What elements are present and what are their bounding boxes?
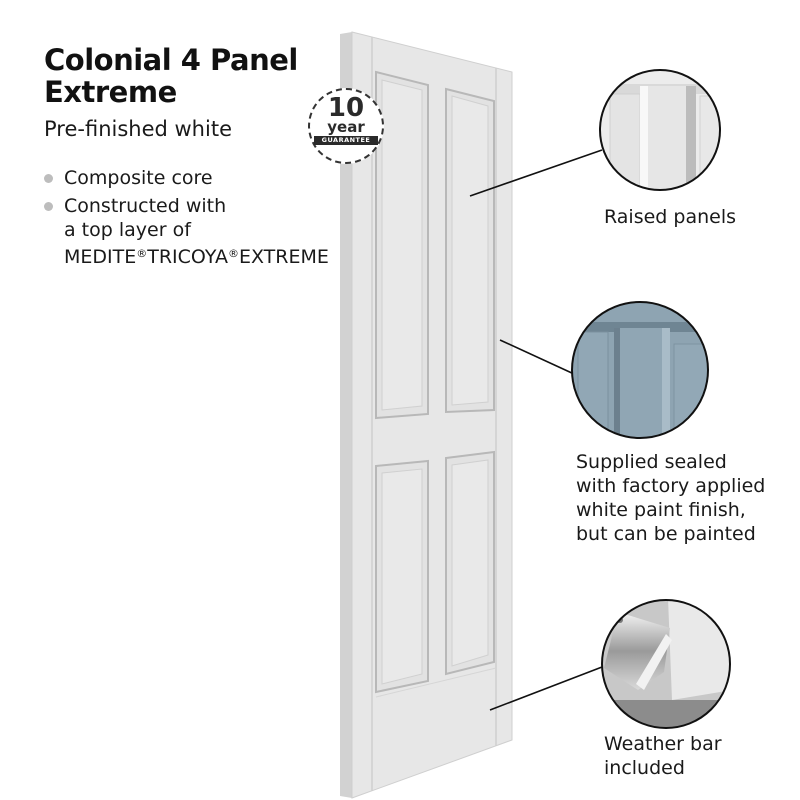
feature-item: Constructed with a top layer of MEDITE®T… bbox=[44, 194, 329, 269]
brand-medite: MEDITE bbox=[64, 246, 137, 268]
leader-line-sealed bbox=[499, 339, 575, 375]
bullet-icon bbox=[44, 202, 53, 211]
product-subtitle: Pre-finished white bbox=[44, 117, 232, 141]
door bbox=[340, 31, 513, 799]
feature-text-line: MEDITE®TRICOYA®EXTREME bbox=[64, 246, 329, 268]
callout-line: white paint finish, bbox=[576, 499, 746, 521]
guarantee-badge: 10 year GUARANTEE bbox=[308, 88, 384, 164]
brand-tricoya: TRICOYA bbox=[147, 246, 228, 268]
leader-line-weather bbox=[489, 666, 603, 711]
feature-item: Composite core bbox=[44, 166, 324, 190]
callout-line: Weather bar bbox=[604, 733, 722, 755]
brand-extreme: EXTREME bbox=[238, 246, 329, 268]
callout-label-sealed-finish: Supplied sealed with factory applied whi… bbox=[576, 450, 765, 546]
weather-bar-detail-icon bbox=[602, 600, 730, 728]
registered-mark: ® bbox=[136, 247, 148, 260]
product-title: Colonial 4 Panel Extreme bbox=[44, 43, 298, 109]
feature-text: Composite core bbox=[64, 167, 213, 189]
raised-panels-detail-icon bbox=[600, 70, 720, 190]
guarantee-label: GUARANTEE bbox=[314, 136, 378, 145]
callout-line: with factory applied bbox=[576, 475, 766, 497]
callout-line: included bbox=[604, 757, 685, 779]
callout-line: but can be painted bbox=[576, 523, 756, 545]
guarantee-unit: year bbox=[327, 118, 365, 136]
guarantee-years: 10 bbox=[327, 93, 365, 123]
bullet-icon bbox=[44, 174, 53, 183]
callout-label-weather-bar: Weather bar included bbox=[604, 732, 722, 780]
feature-text-line: a top layer of bbox=[64, 219, 191, 241]
feature-text-line: Constructed with bbox=[64, 195, 227, 217]
feature-list: Composite core Constructed with a top la… bbox=[44, 166, 329, 273]
callout-line: Supplied sealed bbox=[576, 451, 727, 473]
registered-mark: ® bbox=[227, 247, 239, 260]
leader-line-raised bbox=[469, 149, 603, 197]
callout-label-raised-panels: Raised panels bbox=[604, 206, 737, 228]
